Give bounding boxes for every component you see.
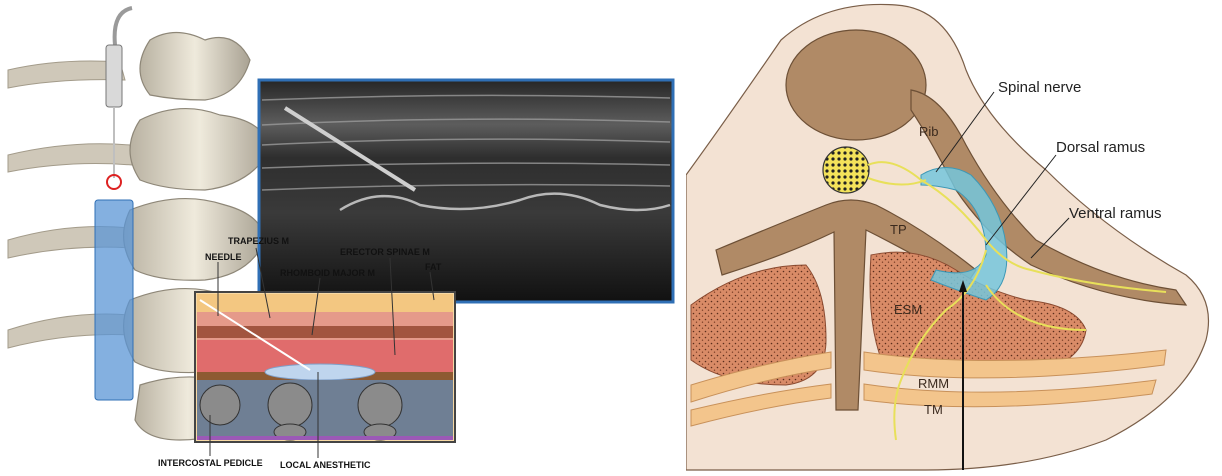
tissue-inset [195,292,455,442]
left-illustration: TRAPEZIUS M NEEDLE ERECTOR SPINAE M RHOM… [0,0,680,471]
probe-overlay [95,200,133,400]
label-rib: Rib [919,124,939,139]
cross-section-diagram: Spinal nerve Dorsal ramus Ventral ramus … [686,0,1222,471]
vertebral-body [786,30,926,140]
label-intercostal-pedicle: INTERCOSTAL PEDICLE [158,458,263,468]
label-esm: ESM [894,302,922,317]
right-panel: Spinal nerve Dorsal ramus Ventral ramus … [686,0,1222,471]
label-erector-spinae: ERECTOR SPINAE M [340,247,430,257]
label-ventral-ramus: Ventral ramus [1069,205,1162,222]
label-rhomboid-major: RHOMBOID MAJOR M [280,268,375,278]
label-dorsal-ramus: Dorsal ramus [1056,139,1145,156]
label-trapezius: TRAPEZIUS M [228,236,289,246]
left-panel: TRAPEZIUS M NEEDLE ERECTOR SPINAE M RHOM… [0,0,680,471]
label-rmm: RMM [918,376,949,391]
label-fat: FAT [425,262,442,272]
label-needle: NEEDLE [205,252,242,262]
spinal-cord [823,147,869,193]
label-local-anesthetic: LOCAL ANESTHETIC [280,460,371,470]
label-spinal-nerve: Spinal nerve [998,79,1081,96]
label-tm: TM [924,402,943,417]
label-tp: TP [890,222,907,237]
